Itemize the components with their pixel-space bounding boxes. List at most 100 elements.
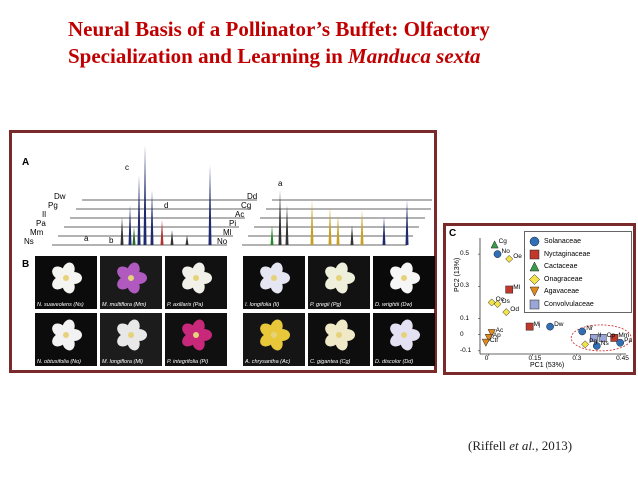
- flower-center: [401, 332, 407, 338]
- flower-center: [401, 275, 407, 281]
- pca-point-label: Ns: [600, 339, 609, 347]
- peak-label-0: c: [125, 163, 129, 172]
- flower-caption: N. obtusifolia (No): [37, 359, 82, 365]
- pca-point-label: No: [501, 248, 510, 256]
- pca-x-tick: 0.15: [528, 355, 542, 362]
- flower-photo: P. integrifolia (Pi): [165, 313, 227, 366]
- flower-caption: P. integrifolia (Pi): [167, 359, 209, 365]
- chromatogram-peak-left-2: [143, 145, 147, 245]
- chromatogram-peak-right-4: [336, 215, 340, 245]
- peak-label-3: b: [109, 236, 114, 245]
- chromatogram-peak-left-8: [208, 165, 212, 245]
- pca-x-tick: 0.45: [616, 355, 629, 362]
- flower-photo: D. discolor (Dd): [373, 313, 435, 366]
- flower-caption: N. suaveolens (Ns): [37, 302, 84, 308]
- flower-photo: P. gregii (Pg): [308, 256, 370, 309]
- pca-point-oc: [487, 298, 496, 307]
- pca-point-label: Pa: [624, 336, 633, 344]
- legend-marker-square: [529, 249, 540, 259]
- pca-y-tick: 0.5: [460, 250, 470, 258]
- title-line-1: Neural Basis of a Pollinator’s Buffet: O…: [68, 17, 490, 41]
- flower-caption: I. longifolia (Il): [245, 302, 280, 308]
- pca-x-tick: 0.3: [572, 355, 582, 362]
- chromatogram-peak-right-5: [360, 210, 364, 245]
- legend-swatch: [529, 236, 540, 247]
- pca-point-label: Ctl: [489, 336, 498, 344]
- flower-caption: M. multiflora (Mm): [102, 302, 147, 308]
- legend-marker-circle: [529, 236, 540, 247]
- chromatogram-peak-left-5: [120, 217, 124, 245]
- flower-caption: P. gregii (Pg): [310, 302, 342, 308]
- flower-photo: P. axillaris (Pa): [165, 256, 227, 309]
- flower-center: [271, 275, 277, 281]
- pca-x-tick: 0: [484, 355, 489, 362]
- flower-center: [336, 275, 342, 281]
- flower-photo: A. chrysantha (Ac): [243, 313, 305, 366]
- pca-point-label: Dw: [554, 320, 564, 328]
- legend-swatch: [529, 261, 540, 272]
- legend-marker-triangle: [529, 261, 540, 272]
- flower-center: [193, 275, 199, 281]
- chromatogram-peak-left-0: [128, 205, 132, 245]
- trace-label-left-4: Mm: [30, 228, 44, 237]
- flower-photo: M. multiflora (Mm): [100, 256, 162, 309]
- chromatogram-peak-right-3: [328, 207, 332, 245]
- citation-suffix: , 2013): [535, 438, 573, 453]
- legend-label: Solanaceae: [544, 238, 581, 245]
- trace-label-right-2: Ac: [235, 210, 245, 219]
- panel-c-letter: C: [449, 228, 457, 239]
- pca-y-tick: 0.1: [460, 314, 470, 322]
- flower-center: [336, 332, 342, 338]
- legend-label: Nyctaginaceae: [544, 250, 591, 258]
- flower-photo: N. suaveolens (Ns): [35, 256, 97, 309]
- flower-petal: [62, 262, 75, 279]
- flower-petal: [192, 262, 205, 279]
- pca-point-label: Ml: [513, 283, 521, 291]
- pca-point-mj: [525, 322, 534, 331]
- cluster-highlight-ellipse: [570, 324, 632, 352]
- legend-entry: Agavaceae: [529, 286, 579, 297]
- pca-point-ctl: [481, 338, 490, 347]
- flower-petal: [270, 319, 283, 336]
- chromatogram-peak-left-7: [170, 230, 174, 245]
- flower-petal: [62, 319, 75, 336]
- flower-petal: [400, 319, 413, 336]
- flower-petal: [192, 319, 205, 336]
- legend-marker-triangle-down: [529, 286, 540, 297]
- legend-marker-square: [529, 299, 540, 309]
- trace-label-left-3: Pa: [36, 219, 46, 228]
- pca-point-oe: [505, 254, 514, 263]
- pca-point-il: [590, 334, 598, 342]
- slide-title: Neural Basis of a Pollinator’s Buffet: O…: [68, 16, 608, 70]
- legend-entry: Onagraceae: [529, 273, 583, 285]
- flower-illustration: [182, 319, 212, 351]
- chromatogram-peak-left-6: [132, 227, 136, 245]
- legend-marker-diamond: [529, 273, 540, 285]
- flower-illustration: [390, 262, 420, 294]
- chromatogram-peak-right-7: [405, 200, 409, 245]
- chromatogram-peak-left-3: [150, 190, 154, 245]
- legend-entry: Nyctaginaceae: [529, 249, 590, 260]
- pca-point-label: Nr: [586, 325, 594, 333]
- citation-et-al: et al.: [509, 438, 536, 453]
- flower-illustration: [52, 319, 82, 351]
- flower-photo: D. wrightii (Dw): [373, 256, 435, 309]
- chromatogram-peak-left-4: [160, 220, 164, 245]
- pca-point-ap: [484, 334, 493, 343]
- legend-swatch: [529, 273, 540, 285]
- pca-y-tick: 0.3: [460, 282, 470, 290]
- trace-label-left-5: Ns: [24, 237, 34, 246]
- chromatogram-peak-left-9: [185, 235, 189, 245]
- pca-point-mm: [610, 334, 619, 342]
- pca-point-label: Il: [597, 331, 602, 339]
- flower-illustration: [52, 262, 82, 294]
- trace-label-right-0: Dd: [247, 192, 258, 201]
- flower-petal: [400, 262, 413, 279]
- peak-label-4: a: [278, 179, 283, 188]
- pca-point-nr: [578, 327, 587, 336]
- pca-y-axis-label: PC2 (13%): [454, 257, 461, 292]
- pca-point-pg: [581, 340, 590, 349]
- legend-label: Convolvulaceae: [544, 300, 594, 308]
